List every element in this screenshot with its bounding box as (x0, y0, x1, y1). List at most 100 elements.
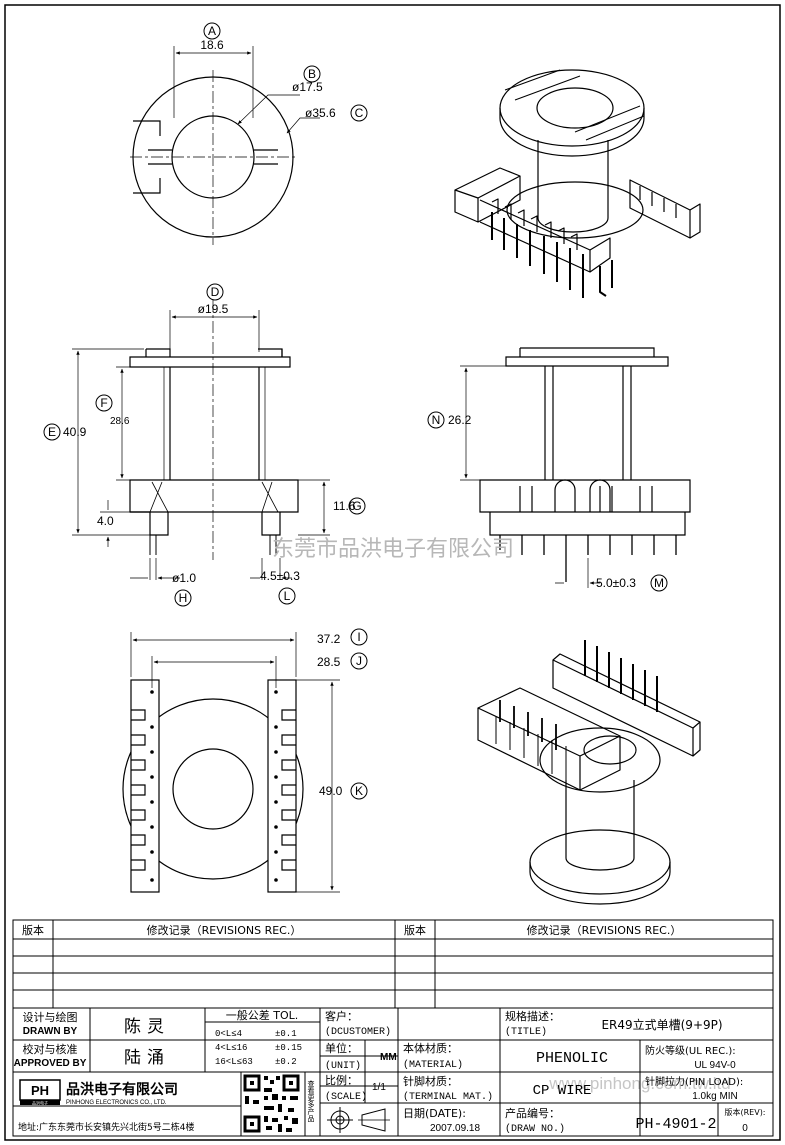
customer-label: 客户： (325, 1009, 358, 1023)
tol-range-3: 16<L≤63 (215, 1057, 253, 1067)
designer-name: 陈灵 (124, 1017, 170, 1037)
bottom-view (122, 632, 340, 893)
date-value: 2007.09.18 (430, 1123, 480, 1134)
dim-C-value: ø35.6 (305, 106, 336, 120)
scale-label: 比例： (325, 1073, 358, 1087)
tag-A: A (208, 24, 216, 38)
approve-label-cn: 校对与核准 (23, 1042, 78, 1056)
rev-col-version-2: 版本 (404, 923, 426, 937)
rev-col-record: 修改记录（REVISIONS REC.） (147, 923, 302, 937)
title-block (12, 1007, 774, 1137)
unit-label: 单位： (325, 1041, 358, 1055)
rev-col-version: 版本 (22, 923, 44, 937)
tol-value-2: ±0.15 (275, 1043, 302, 1053)
top-view-labels: A 18.6 B ø17.5 ø35.6 C (200, 22, 368, 122)
date-label: 日期(DATE): (403, 1107, 466, 1120)
qr-code: 查看更多产品 (243, 1074, 315, 1133)
spec-value: ER49立式单槽(9+9P) (601, 1017, 722, 1032)
rev-col-record-2: 修改记录（REVISIONS REC.） (527, 923, 682, 937)
material-label-en: (MATERIAL) (403, 1059, 463, 1071)
tol-value-3: ±0.2 (275, 1057, 297, 1067)
dim-I-value: 37.2 (317, 632, 341, 646)
company-name-en: PINHONG ELECTRONICS CO., LTD. (66, 1100, 167, 1106)
iso-view-bottom (477, 640, 701, 905)
title-block-text: 设计与绘图 DRAWN BY 陈灵 校对与核准 APPROVED BY 陆涌 一… (14, 1008, 766, 1135)
tag-K: K (355, 784, 363, 798)
pin-mat-value: CP WIRE (533, 1083, 592, 1099)
dim-A-value: 18.6 (200, 38, 224, 52)
qr-side-text: 查看更多产品 (307, 1079, 315, 1123)
dim-E-value: 40.9 (63, 425, 87, 439)
scale-label-en: (SCALE) (325, 1091, 367, 1103)
scale-value: 1/1 (372, 1082, 386, 1093)
design-label-cn: 设计与绘图 (23, 1010, 78, 1024)
logo-text: PH (31, 1083, 49, 1098)
tag-G: G (352, 499, 361, 513)
dim-M-value: 5.0±0.3 (596, 576, 636, 590)
iso-view-top (454, 69, 701, 298)
dim-B-value: ø17.5 (292, 80, 323, 94)
rev-value: 0 (742, 1123, 748, 1134)
design-label-en: DRAWN BY (23, 1026, 78, 1037)
dim-K-value: 49.0 (319, 784, 343, 798)
side-view-labels: N 26.2 5.0±0.3 M (427, 411, 668, 592)
company-name-cn: 品洪电子有限公司 (66, 1081, 178, 1098)
spec-label-en: (TITLE) (505, 1026, 547, 1038)
tag-L: L (284, 589, 291, 603)
pin-load-label: 针脚拉力(PIN LOAD): (645, 1075, 743, 1088)
rev-label: 版本(REV): (724, 1107, 765, 1117)
draw-no-value: PH-4901-2 (635, 1116, 716, 1133)
pin-load-value: 1.0kg MIN (692, 1091, 738, 1102)
draw-no-label-en: (DRAW NO.) (505, 1123, 565, 1135)
material-value: PHENOLIC (536, 1050, 608, 1067)
tag-H: H (179, 591, 188, 605)
tag-N: N (432, 413, 441, 427)
pin-mat-label: 针脚材质： (403, 1074, 458, 1088)
dim-N-value: 26.2 (448, 413, 472, 427)
customer-label-en: (DCUSTOMER) (325, 1026, 391, 1038)
tol-range-2: 4<L≤16 (215, 1043, 247, 1053)
tag-M: M (654, 576, 664, 590)
tol-title: 一般公差 TOL. (226, 1008, 299, 1022)
dim-L-value: 4.5±0.3 (260, 569, 300, 583)
logo-sub: 品洪电子 (32, 1100, 48, 1106)
tag-J: J (356, 654, 362, 668)
tol-range-1: 0<L≤4 (215, 1029, 242, 1039)
top-view (130, 46, 320, 245)
dim-base-height: 4.0 (97, 514, 114, 528)
side-view (460, 347, 691, 588)
draw-no-label: 产品编号： (505, 1106, 560, 1120)
material-label: 本体材质： (403, 1041, 458, 1055)
tag-D: D (211, 285, 220, 299)
tag-F: F (100, 396, 107, 410)
approve-label-en: APPROVED BY (14, 1058, 87, 1069)
dim-F-value: 28.6 (110, 416, 130, 427)
unit-value: MM (380, 1052, 397, 1063)
unit-label-en: (UNIT) (325, 1060, 361, 1072)
projection-symbol (327, 1107, 390, 1133)
company-block: PH 品洪电子 品洪电子有限公司 PINHONG ELECTRONICS CO.… (18, 1079, 195, 1133)
tol-value-1: ±0.1 (275, 1029, 297, 1039)
front-view (72, 300, 330, 580)
dim-H-value: ø1.0 (172, 571, 196, 585)
tag-C: C (355, 106, 364, 120)
spec-label: 规格描述： (505, 1009, 560, 1023)
dim-J-value: 28.5 (317, 655, 341, 669)
flame-value: UL 94V-0 (694, 1060, 736, 1071)
tag-B: B (308, 67, 316, 81)
watermark-text: 东莞市品洪电子有限公司 (272, 537, 514, 562)
sheet-border (4, 4, 781, 1141)
bottom-view-labels: 37.2 I 28.5 J 49.0 K (317, 628, 368, 800)
tag-I: I (357, 630, 360, 644)
dim-D-value: ø19.5 (198, 302, 229, 316)
tag-A-circle (203, 22, 221, 40)
company-address: 地址:广东东莞市长安镇先兴北街5号二栋4楼 (18, 1121, 195, 1133)
front-view-labels: D ø19.5 E 40.9 F 28.6 4.0 11.6 G ø1.0 H … (43, 283, 366, 607)
tag-E: E (48, 425, 56, 439)
revision-header: 版本 修改记录（REVISIONS REC.） 版本 修改记录（REVISION… (22, 923, 681, 937)
approver-name: 陆涌 (124, 1048, 170, 1068)
pin-mat-label-en: (TERMINAL MAT.) (403, 1091, 493, 1103)
revision-table (12, 919, 774, 1009)
flame-label: 防火等级(UL REC.): (645, 1044, 736, 1057)
